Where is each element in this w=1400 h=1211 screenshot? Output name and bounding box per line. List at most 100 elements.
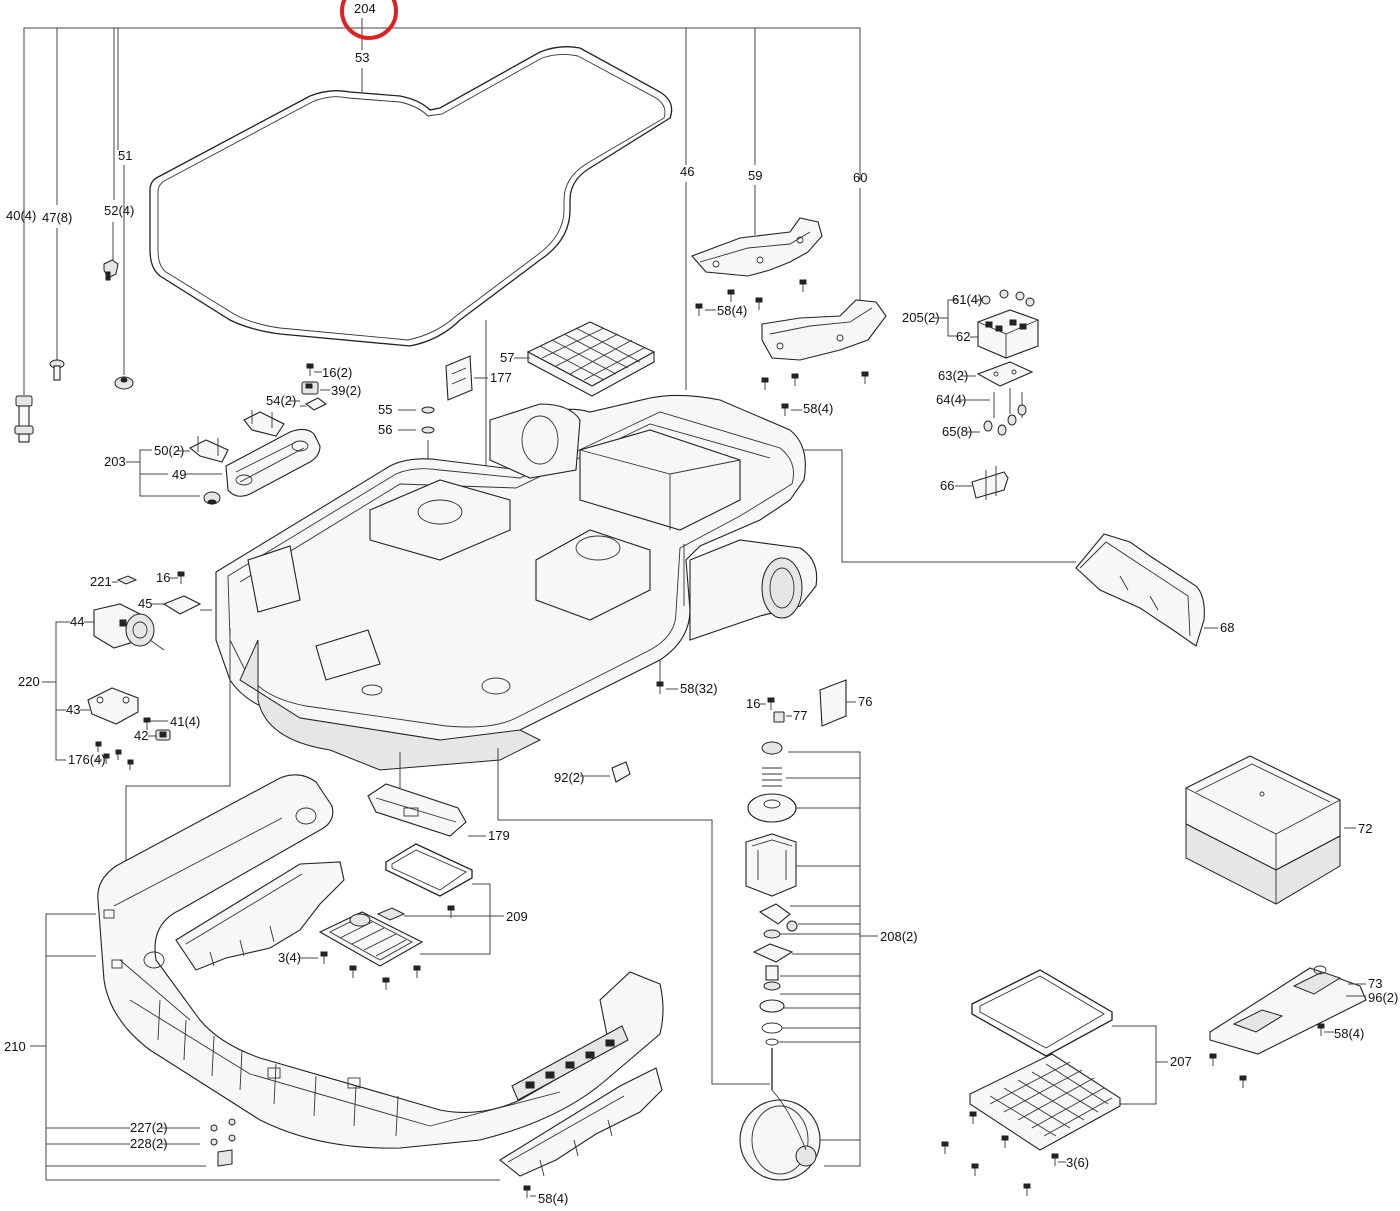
label-68[interactable]: 68: [1220, 620, 1234, 635]
screw-52[interactable]: [103, 259, 119, 281]
label-177[interactable]: 177: [490, 370, 512, 385]
label-58-4a[interactable]: 58(4): [717, 303, 747, 318]
label-72[interactable]: 72: [1358, 821, 1372, 836]
label-205-2[interactable]: 205(2): [902, 310, 940, 325]
bracket-60[interactable]: [761, 299, 887, 361]
label-card-177[interactable]: [445, 355, 473, 401]
label-76[interactable]: 76: [858, 694, 872, 709]
plug-51[interactable]: [114, 376, 134, 390]
connector-42[interactable]: [155, 729, 171, 741]
label-49[interactable]: 49: [172, 467, 186, 482]
label-56[interactable]: 56: [378, 422, 392, 437]
label-220[interactable]: 220: [18, 674, 40, 689]
motor-44[interactable]: [93, 603, 165, 651]
gasket-53[interactable]: [149, 46, 673, 347]
label-228-2[interactable]: 228(2): [130, 1136, 168, 1151]
label-53[interactable]: 53: [355, 50, 369, 65]
plate-45[interactable]: [162, 595, 202, 615]
rear-bracket-68[interactable]: [1075, 533, 1205, 647]
label-47-8[interactable]: 47(8): [42, 210, 72, 225]
label-43[interactable]: 43: [66, 702, 80, 717]
label-40-4[interactable]: 40(4): [6, 208, 36, 223]
screw-16-left[interactable]: [177, 571, 185, 584]
label-65-8[interactable]: 65(8): [942, 424, 972, 439]
label-92-2[interactable]: 92(2): [554, 770, 584, 785]
label-64-4[interactable]: 64(4): [936, 392, 966, 407]
plate-63[interactable]: [976, 361, 1034, 387]
clip-66[interactable]: [971, 466, 1009, 500]
pad-209[interactable]: [376, 907, 406, 921]
label-44[interactable]: 44: [70, 614, 84, 629]
screw-58-bumper[interactable]: [523, 1185, 531, 1198]
bracket-part-small[interactable]: [304, 397, 328, 411]
label-52-4[interactable]: 52(4): [104, 203, 134, 218]
screws-58-right[interactable]: [1209, 1023, 1325, 1088]
lift-sensor-49[interactable]: [225, 428, 321, 497]
pad-221[interactable]: [116, 575, 138, 585]
screw-41[interactable]: [143, 717, 151, 730]
cover-gasket-209[interactable]: [385, 843, 473, 897]
screw-16-top[interactable]: [306, 363, 314, 376]
label-60[interactable]: 60: [853, 170, 867, 185]
part-179[interactable]: [367, 783, 467, 837]
bracket-59[interactable]: [691, 217, 823, 277]
label-73[interactable]: 73: [1368, 976, 1382, 991]
cover-plate-207[interactable]: [969, 1053, 1121, 1151]
nuts-61[interactable]: [981, 289, 1035, 307]
label-16-2[interactable]: 16(2): [322, 365, 352, 380]
label-176-4[interactable]: 176(4): [68, 752, 106, 767]
clip-77[interactable]: [773, 711, 785, 723]
label-16a[interactable]: 16: [156, 570, 170, 585]
screws-3-4[interactable]: [320, 905, 455, 990]
label-66[interactable]: 66: [940, 478, 954, 493]
label-16b[interactable]: 16: [746, 696, 760, 711]
label-210[interactable]: 210: [4, 1039, 26, 1054]
label-57[interactable]: 57: [500, 350, 514, 365]
label-62[interactable]: 62: [956, 329, 970, 344]
screw-58-chassis[interactable]: [656, 681, 664, 694]
washer-55[interactable]: [421, 406, 435, 414]
label-46[interactable]: 46: [680, 164, 694, 179]
label-58-32[interactable]: 58(32): [680, 681, 718, 696]
label-207[interactable]: 207: [1170, 1054, 1192, 1069]
label-203[interactable]: 203: [104, 454, 126, 469]
label-221[interactable]: 221: [90, 574, 112, 589]
fastener-40[interactable]: [14, 395, 34, 443]
label-55[interactable]: 55: [378, 402, 392, 417]
label-61-4[interactable]: 61(4): [952, 292, 982, 307]
label-58-4c[interactable]: 58(4): [1334, 1026, 1364, 1041]
label-58-4b[interactable]: 58(4): [803, 401, 833, 416]
card-76[interactable]: [819, 679, 847, 727]
label-209[interactable]: 209: [506, 909, 528, 924]
label-3-4[interactable]: 3(4): [278, 950, 301, 965]
label-50-2[interactable]: 50(2): [154, 443, 184, 458]
cover-plate-209[interactable]: [318, 911, 424, 967]
screws-227-228[interactable]: [210, 1118, 236, 1167]
bracket-43[interactable]: [87, 687, 139, 725]
label-208-2[interactable]: 208(2): [880, 929, 918, 944]
screws-58-group-a[interactable]: [695, 279, 869, 416]
clip-92[interactable]: [611, 761, 631, 783]
label-42[interactable]: 42: [134, 728, 148, 743]
bracket-54[interactable]: [243, 410, 285, 437]
label-51[interactable]: 51: [118, 148, 132, 163]
fastener-47[interactable]: [49, 359, 65, 381]
label-63-2[interactable]: 63(2): [938, 368, 968, 383]
label-77[interactable]: 77: [793, 708, 807, 723]
label-204[interactable]: 204: [354, 1, 376, 16]
screws-176[interactable]: [95, 741, 134, 770]
plate-73[interactable]: [1209, 965, 1367, 1055]
label-179[interactable]: 179: [488, 828, 510, 843]
label-3-6[interactable]: 3(6): [1066, 1155, 1089, 1170]
clip-50[interactable]: [188, 436, 229, 463]
label-96-2[interactable]: 96(2): [1368, 990, 1398, 1005]
front-bumper-210[interactable]: [97, 774, 664, 1177]
pins-64-65[interactable]: [983, 388, 1027, 436]
battery-72[interactable]: [1185, 755, 1341, 905]
screw-16-right[interactable]: [767, 697, 775, 710]
washer-56[interactable]: [421, 426, 435, 434]
label-227-2[interactable]: 227(2): [130, 1120, 168, 1135]
label-45[interactable]: 45: [138, 596, 152, 611]
cap-part[interactable]: [203, 491, 221, 505]
label-54-2[interactable]: 54(2): [266, 393, 296, 408]
